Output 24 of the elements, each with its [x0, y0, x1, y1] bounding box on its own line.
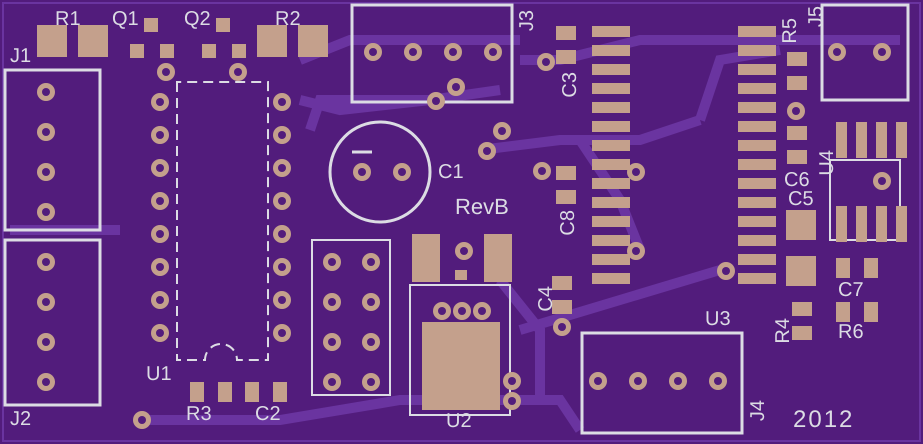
silkscreen-label: R6 [838, 322, 864, 342]
silkscreen-label: C8 [558, 210, 578, 236]
silkscreen-label: J2 [10, 409, 32, 429]
silkscreen-label: R3 [186, 404, 212, 424]
silkscreen-label: J1 [10, 46, 32, 66]
silkscreen-label: J3 [517, 10, 537, 32]
silkscreen-label: C7 [838, 280, 864, 300]
silkscreen-label: C2 [255, 404, 281, 424]
silkscreen-label: RevB [455, 196, 509, 218]
silkscreen-label: Q1 [112, 9, 139, 29]
silkscreen-label: U3 [705, 309, 731, 329]
silkscreen-label: R2 [275, 9, 301, 29]
silkscreen-label: U1 [146, 364, 172, 384]
silkscreen-label: C6 [784, 170, 810, 190]
silkscreen-label: J4 [748, 400, 768, 422]
silkscreen-label: C3 [560, 72, 580, 98]
silkscreen-label: C4 [536, 286, 556, 312]
silkscreen-label: R4 [773, 318, 793, 344]
silkscreen-label: C5 [788, 189, 814, 209]
silkscreen-label: Q2 [184, 9, 211, 29]
silkscreen-label: R1 [55, 9, 81, 29]
silkscreen-label: 2012 [793, 408, 854, 432]
silkscreen-label: R5 [780, 18, 800, 44]
silkscreen-label: C1 [438, 162, 464, 182]
